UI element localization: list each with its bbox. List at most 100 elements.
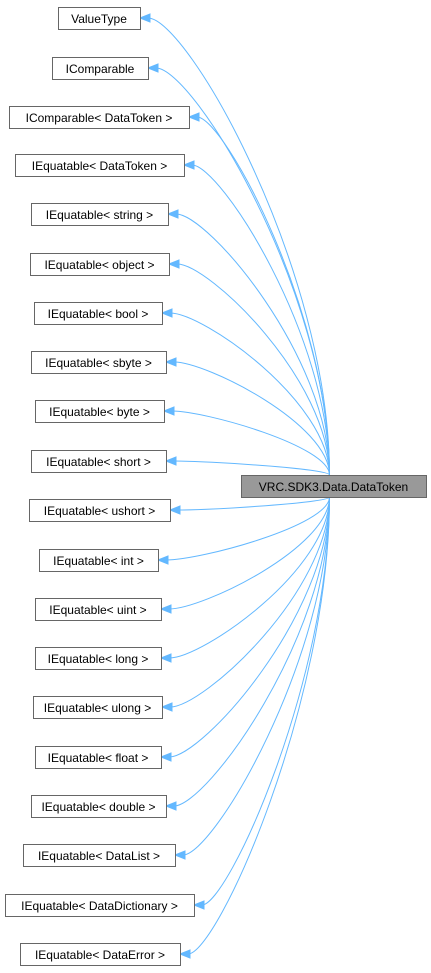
class-node-iequatable-dataerror[interactable]: IEquatable< DataError > <box>20 943 181 966</box>
edge-arrowhead <box>173 850 186 860</box>
node-box <box>39 549 159 572</box>
edge-iequatable-dataerror <box>178 496 330 959</box>
edge-iequatable-sbyte <box>164 357 330 476</box>
edge-arrowhead <box>164 801 177 811</box>
edge-icomparable-datatoken <box>187 112 330 476</box>
class-node-iequatable-uint[interactable]: IEquatable< uint > <box>35 598 162 621</box>
class-node-iequatable-ulong[interactable]: IEquatable< ulong > <box>33 696 163 719</box>
node-label: IEquatable< double > <box>41 800 155 814</box>
node-label: IEquatable< uint > <box>49 603 146 617</box>
class-node-iequatable-datatoken[interactable]: IEquatable< DataToken > <box>15 154 185 177</box>
edge-iequatable-double <box>164 496 330 811</box>
class-node-iequatable-short[interactable]: IEquatable< short > <box>31 450 167 473</box>
class-node-iequatable-bool[interactable]: IEquatable< bool > <box>34 302 163 325</box>
edge-iequatable-long <box>159 496 330 663</box>
class-node-iequatable-float[interactable]: IEquatable< float > <box>35 746 162 769</box>
edge-arrowhead <box>167 259 180 269</box>
node-box <box>35 647 162 670</box>
node-label: IEquatable< string > <box>46 208 153 222</box>
edge-line <box>173 496 330 807</box>
node-label: ValueType <box>71 12 127 26</box>
edge-line <box>169 312 330 476</box>
node-box <box>29 499 171 522</box>
node-box <box>52 57 149 80</box>
node-label: IEquatable< bool > <box>48 307 149 321</box>
node-label: IEquatable< DataList > <box>38 849 160 863</box>
node-box <box>31 450 167 473</box>
edge-arrowhead <box>138 13 151 23</box>
class-node-iequatable-object[interactable]: IEquatable< object > <box>30 253 170 276</box>
edge-line <box>191 164 330 476</box>
class-node-iequatable-byte[interactable]: IEquatable< byte > <box>35 400 165 423</box>
node-label: IEquatable< DataToken > <box>32 159 167 173</box>
edge-line <box>173 460 330 476</box>
edge-line <box>165 496 330 561</box>
edge-iequatable-datalist <box>173 496 330 860</box>
node-label: IEquatable< float > <box>48 751 149 765</box>
edge-arrowhead <box>182 160 195 170</box>
edge-line <box>177 496 330 511</box>
node-label: VRC.SDK3.Data.DataToken <box>259 480 408 494</box>
edge-iequatable-ushort <box>168 496 330 515</box>
node-label: IComparable< DataToken > <box>26 111 173 125</box>
node-label: IEquatable< DataError > <box>35 948 165 962</box>
edge-arrowhead <box>159 604 172 614</box>
edge-arrowhead <box>162 406 175 416</box>
node-label: IEquatable< int > <box>53 554 144 568</box>
node-box <box>5 894 195 917</box>
node-label: IEquatable< ushort > <box>44 504 155 518</box>
class-node-iequatable-long[interactable]: IEquatable< long > <box>35 647 162 670</box>
node-box <box>33 696 163 719</box>
edge-iequatable-datatoken <box>182 160 330 476</box>
edge-line <box>182 496 330 856</box>
class-node-iequatable-datalist[interactable]: IEquatable< DataList > <box>23 844 176 867</box>
edge-arrowhead <box>178 949 191 959</box>
edge-iequatable-bool <box>160 308 330 476</box>
edge-line <box>168 496 330 610</box>
node-label: IEquatable< DataDictionary > <box>21 899 178 913</box>
class-node-iequatable-string[interactable]: IEquatable< string > <box>31 203 169 226</box>
class-node-iequatable-ushort[interactable]: IEquatable< ushort > <box>29 499 171 522</box>
edge-arrowhead <box>164 357 177 367</box>
class-node-iequatable-sbyte[interactable]: IEquatable< sbyte > <box>31 351 167 374</box>
class-node-icomparable-datatoken[interactable]: IComparable< DataToken > <box>9 106 190 129</box>
edge-arrowhead <box>159 752 172 762</box>
class-node-iequatable-double[interactable]: IEquatable< double > <box>31 795 167 818</box>
edge-arrowhead <box>159 653 172 663</box>
node-label: IComparable <box>66 62 135 76</box>
edge-arrowhead <box>160 308 173 318</box>
edge-line <box>187 496 330 955</box>
node-label: IEquatable< sbyte > <box>45 356 152 370</box>
class-node-iequatable-datadictionary[interactable]: IEquatable< DataDictionary > <box>5 894 195 917</box>
edge-line <box>168 496 330 758</box>
edge-arrowhead <box>168 505 181 515</box>
node-box <box>9 106 190 129</box>
class-node-iequatable-int[interactable]: IEquatable< int > <box>39 549 159 572</box>
node-label: IEquatable< long > <box>48 652 149 666</box>
edge-arrowhead <box>160 702 173 712</box>
edge-iequatable-short <box>164 456 330 476</box>
edge-iequatable-datadictionary <box>192 496 330 910</box>
edge-line <box>201 496 330 906</box>
edge-iequatable-ulong <box>160 496 330 712</box>
edge-valuetype <box>138 13 330 476</box>
edge-arrowhead <box>146 63 159 73</box>
edge-arrowhead <box>164 456 177 466</box>
class-node-icomparable[interactable]: IComparable <box>52 57 149 80</box>
edge-iequatable-object <box>167 259 330 476</box>
edge-iequatable-byte <box>162 406 330 476</box>
node-box <box>241 475 427 498</box>
edge-line <box>196 116 330 476</box>
edge-line <box>176 263 330 476</box>
node-box <box>58 7 141 30</box>
edge-arrowhead <box>187 112 200 122</box>
node-label: IEquatable< byte > <box>49 405 150 419</box>
edge-line <box>147 17 330 476</box>
edge-line <box>171 410 330 476</box>
edge-iequatable-string <box>166 209 330 476</box>
edge-line <box>173 361 330 476</box>
class-node-valuetype[interactable]: ValueType <box>58 7 141 30</box>
node-box <box>31 203 169 226</box>
